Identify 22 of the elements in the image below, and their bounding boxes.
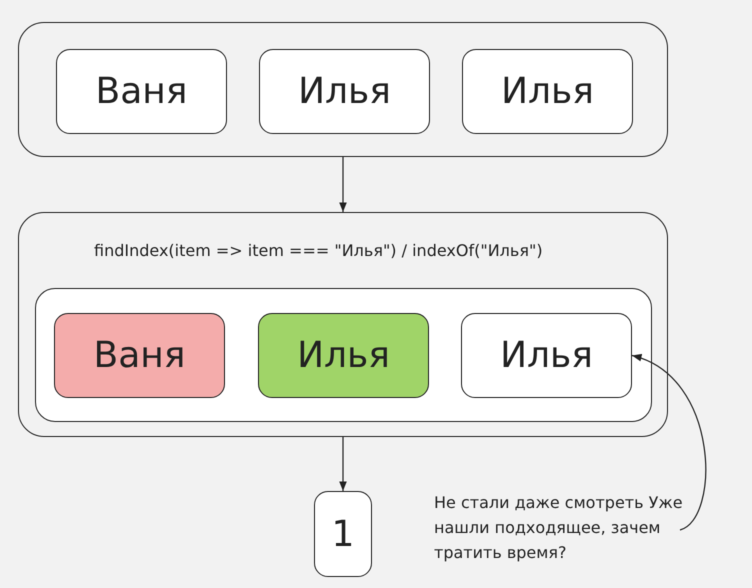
panel [18,212,668,437]
name-box [461,313,632,398]
name-label: Илья [501,71,594,112]
arrow [339,157,347,212]
name-label: 1 [332,514,354,554]
name-label: Ваня [96,71,188,112]
panel [35,288,652,422]
name-label: Илья [297,335,390,376]
name-label: Илья [298,71,391,112]
arrow [632,354,706,531]
arrow [339,437,347,491]
name-box [56,49,227,134]
name-label: Ваня [94,335,186,376]
name-box [259,49,430,134]
panel [18,22,668,157]
note-text: Не стали даже смотреть Уже нашли подходящее, зачем тратить время? [434,492,684,564]
name-box [462,49,633,134]
name-box [54,313,225,398]
name-box [314,491,372,577]
name-box [258,313,429,398]
caption-text: findIndex(item => item === "Илья") / indexOf("Илья") [94,241,543,260]
name-label: Илья [500,335,593,376]
